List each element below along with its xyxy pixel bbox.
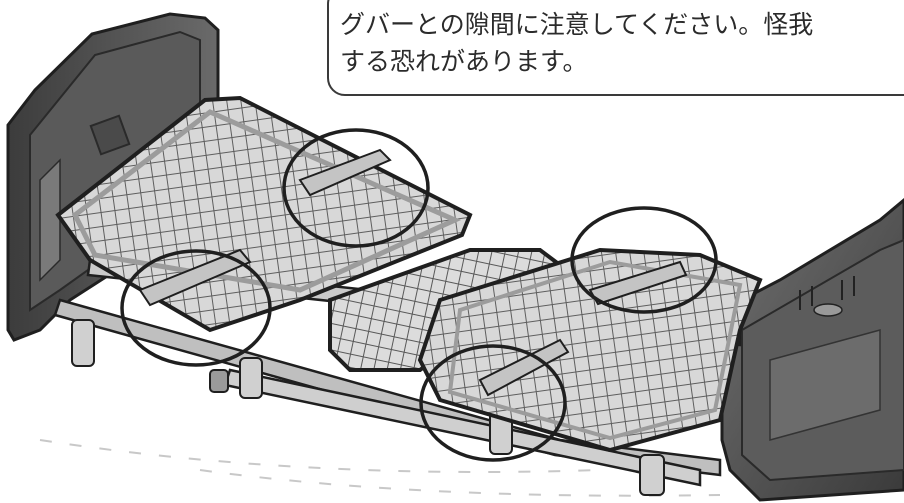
highlight-circle-4 (419, 344, 567, 462)
highlight-circle-2 (120, 249, 272, 367)
floor-dashes (39, 439, 721, 497)
caution-text: グバーとの隙間に注意してください。怪我 する恐れがあります。 (340, 6, 904, 80)
casters (71, 319, 665, 496)
caution-text-line1: グバーとの隙間に注意してください。怪我 (340, 10, 814, 39)
caution-callout-box (327, 0, 904, 96)
leg-section (417, 247, 763, 453)
highlight-circles (120, 128, 718, 462)
highlight-circle-3 (570, 206, 718, 314)
highlight-circle-1 (282, 128, 430, 248)
footboard-right (720, 198, 904, 502)
caution-text-line2: する恐れがあります。 (340, 47, 588, 76)
